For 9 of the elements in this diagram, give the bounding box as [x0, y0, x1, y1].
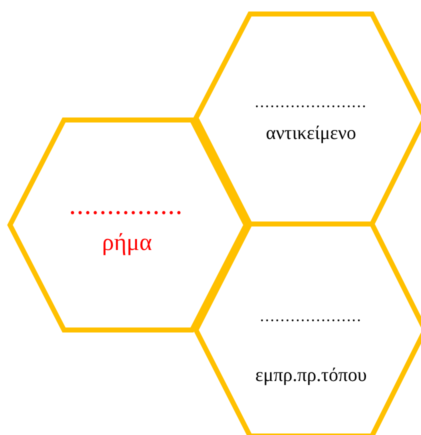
hexagon-cell [193, 11, 421, 227]
hexagon-cell [7, 117, 249, 333]
word-label: ρήμα [102, 231, 152, 255]
blank-dots: ...................... [254, 95, 368, 111]
blank-dots: .................... [260, 309, 362, 325]
blank-dots: ............... [70, 198, 184, 218]
hexagon-cell [193, 221, 421, 435]
word-label: αντικείμενο [266, 124, 356, 143]
word-label: εμπρ.πρ.τόπου [255, 366, 367, 385]
